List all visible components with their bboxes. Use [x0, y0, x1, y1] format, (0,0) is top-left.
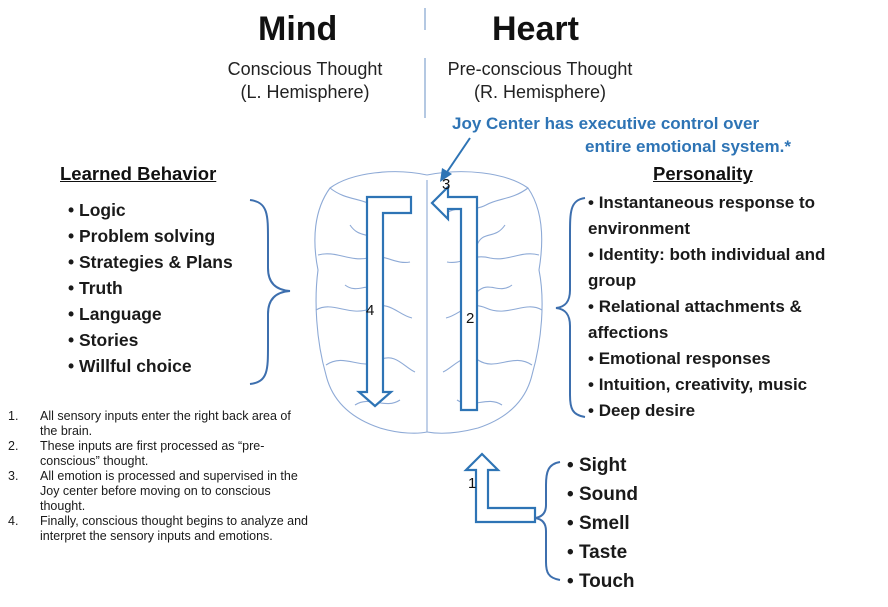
mind-title: Mind: [258, 10, 338, 48]
list-item: • Taste: [567, 542, 628, 563]
heart-subtitle-line1: Pre-conscious Thought: [447, 59, 633, 79]
step-item: 2.These inputs are first processed as “p…: [8, 439, 265, 468]
list-item: • Problem solving: [68, 226, 216, 246]
personality-brace: [555, 197, 586, 418]
heart-title: Heart: [492, 10, 579, 48]
step-item: 4.Finally, conscious thought begins to a…: [8, 514, 308, 543]
list-item: • Sound: [567, 484, 639, 505]
arrow-label-3: 3: [442, 176, 451, 193]
step-item: 1.All sensory inputs enter the right bac…: [8, 409, 291, 438]
list-item: • Identity: both individual and group: [588, 245, 826, 290]
list-item: • Logic: [68, 200, 126, 220]
list-item: • Intuition, creativity, music: [588, 375, 808, 394]
arrow-label-1: 1: [468, 475, 477, 492]
list-item: • Strategies & Plans: [68, 252, 233, 272]
arrow-label-4: 4: [366, 302, 375, 319]
brain-outline: [314, 171, 543, 434]
list-item: • Language: [68, 304, 162, 324]
arrow-4: [356, 195, 413, 408]
process-steps: 1.All sensory inputs enter the right bac…: [8, 409, 308, 544]
list-item: • Deep desire: [588, 401, 696, 420]
joy-center-line1: Joy Center has executive control over: [452, 114, 760, 133]
heart-subtitle-line2: (R. Hemisphere): [473, 82, 607, 102]
senses-brace: [534, 461, 561, 581]
senses-list: • Sight • Sound • Smell • Taste • Touch: [567, 451, 638, 596]
list-item: • Truth: [68, 278, 123, 298]
joy-center-pointer: [444, 137, 471, 176]
learned-behavior-list: • Logic • Problem solving • Strategies &…: [68, 197, 233, 379]
joy-center-line2: entire emotional system.*: [585, 137, 791, 156]
list-item: • Stories: [68, 330, 139, 350]
list-item: • Relational attachments & affections: [588, 297, 802, 342]
personality-heading: Personality: [653, 163, 753, 184]
list-item: • Smell: [567, 513, 630, 534]
list-item: • Willful choice: [68, 356, 192, 376]
list-item: • Instantaneous response to environment: [588, 193, 816, 238]
arrow-2: [430, 184, 479, 412]
heart-subtitle: Pre-conscious Thought (R. Hemisphere): [430, 58, 650, 104]
joy-center-pointer-head: [440, 168, 452, 182]
arrow-1: [463, 452, 537, 524]
list-item: • Touch: [567, 571, 635, 592]
list-item: • Emotional responses: [588, 349, 771, 368]
personality-list: • Instantaneous response to environment …: [588, 190, 878, 424]
step-item: 3.All emotion is processed and supervise…: [8, 469, 298, 513]
arrow-label-2: 2: [466, 310, 475, 327]
learned-behavior-brace: [249, 199, 291, 385]
mind-subtitle-line2: (L. Hemisphere): [240, 82, 370, 102]
mind-subtitle-line1: Conscious Thought: [227, 59, 383, 79]
list-item: • Sight: [567, 455, 627, 476]
mind-subtitle: Conscious Thought (L. Hemisphere): [200, 58, 410, 104]
learned-behavior-heading: Learned Behavior: [60, 163, 217, 184]
